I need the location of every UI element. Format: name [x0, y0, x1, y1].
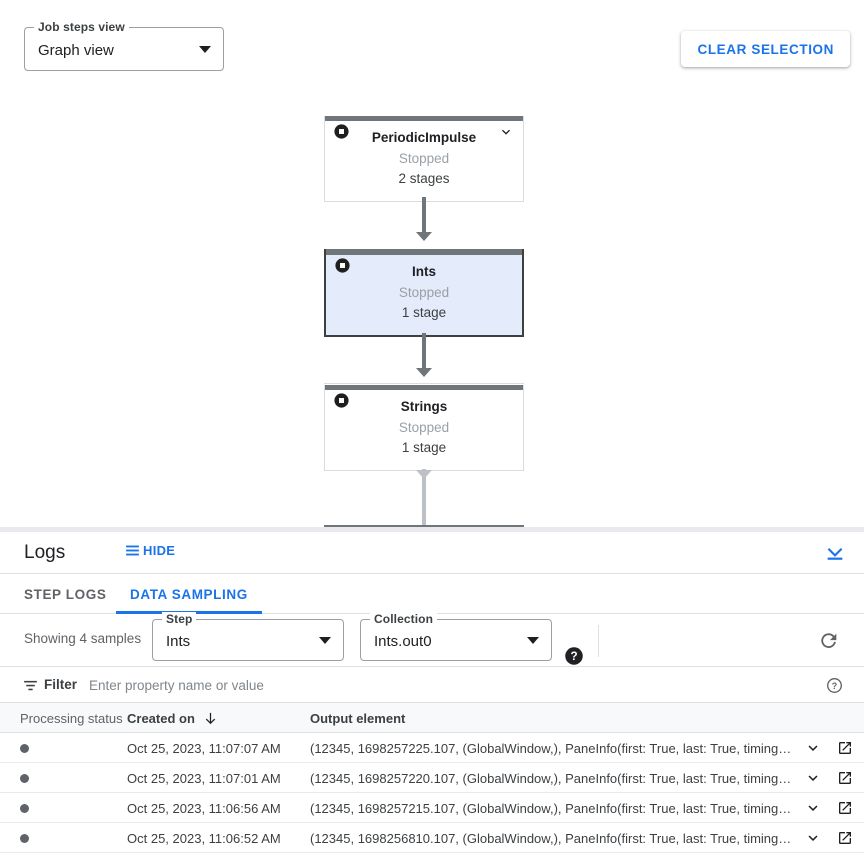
node-top-bar	[325, 385, 523, 390]
step-select-label: Step	[162, 612, 197, 626]
chevron-down-icon[interactable]	[804, 799, 822, 817]
job-steps-view-select[interactable]: Job steps view Graph view	[24, 20, 224, 71]
filter-help-icon[interactable]: ?	[826, 677, 843, 694]
status-dot-icon	[20, 803, 29, 813]
step-select[interactable]: Step Ints	[152, 612, 344, 661]
node-title: Strings	[400, 399, 448, 414]
node-status: Stopped	[398, 420, 450, 435]
filter-icon	[22, 677, 39, 694]
chevron-down-icon[interactable]	[804, 769, 822, 787]
tab-step-logs[interactable]: STEP LOGS	[24, 586, 107, 602]
cell-processing-status	[20, 763, 29, 793]
job-steps-view-label: Job steps view	[34, 20, 129, 34]
chevron-down-icon	[527, 637, 539, 644]
collapse-panel-button[interactable]	[822, 540, 848, 566]
showing-samples-label: Showing 4 samples	[24, 631, 142, 646]
filter-label: Filter	[44, 677, 78, 692]
graph-edge	[422, 197, 426, 235]
table-header-row: Processing status Created on Output elem…	[0, 703, 864, 733]
status-dot-icon	[20, 743, 29, 753]
cell-processing-status	[20, 793, 29, 823]
logs-tabs: STEP LOGS DATA SAMPLING	[0, 574, 864, 614]
stop-icon	[333, 123, 350, 140]
table-row[interactable]: Oct 25, 2023, 11:06:52 AM (12345, 169825…	[0, 823, 864, 853]
graph-canvas[interactable]: PeriodicImpulse Stopped 2 stages	[0, 96, 864, 531]
chevron-down-icon[interactable]	[804, 829, 822, 847]
logs-title: Logs	[24, 542, 66, 563]
cell-created-on: Oct 25, 2023, 11:06:56 AM	[127, 800, 281, 816]
collection-select-value: Ints.out0	[374, 632, 432, 650]
node-status: Stopped	[398, 285, 450, 300]
clear-selection-button[interactable]: CLEAR SELECTION	[681, 31, 850, 67]
job-graph-pane: Job steps view Graph view CLEAR SELECTIO…	[0, 0, 864, 531]
node-title: Ints	[411, 264, 436, 279]
logs-panel: Logs HIDE STEP LOGS DATA SAMPLING	[0, 532, 864, 856]
cell-created-on: Oct 25, 2023, 11:07:01 AM	[127, 770, 281, 786]
filter-bar: Filter ?	[0, 667, 864, 703]
step-select-value: Ints	[166, 632, 191, 650]
node-top-bar	[326, 249, 522, 255]
samples-table: Processing status Created on Output elem…	[0, 703, 864, 853]
cell-processing-status	[20, 733, 29, 763]
cell-output-element: (12345, 1698257215.107, (GlobalWindow,),…	[310, 800, 790, 816]
job-steps-view-value: Graph view	[38, 41, 114, 59]
node-stages: 1 stage	[401, 305, 447, 320]
chevron-down-icon	[319, 637, 331, 644]
table-row[interactable]: Oct 25, 2023, 11:07:01 AM (12345, 169825…	[0, 763, 864, 793]
cell-processing-status	[20, 823, 29, 853]
graph-toolbar: Job steps view Graph view CLEAR SELECTIO…	[0, 0, 864, 96]
help-icon[interactable]: ?	[564, 646, 584, 666]
sampling-toolbar: Showing 4 samples Step Ints Collection I…	[0, 612, 864, 667]
graph-node-periodicimpulse[interactable]: PeriodicImpulse Stopped 2 stages	[324, 116, 524, 202]
graph-edge	[422, 469, 426, 526]
stop-icon	[334, 257, 351, 274]
column-header-output-element[interactable]: Output element	[310, 710, 406, 726]
chevron-down-icon[interactable]	[498, 124, 514, 140]
open-in-new-icon[interactable]	[837, 830, 853, 846]
cell-output-element: (12345, 1698256810.107, (GlobalWindow,),…	[310, 830, 790, 846]
graph-node-strings[interactable]: Strings Stopped 1 stage	[324, 385, 524, 471]
toolbar-divider	[598, 625, 599, 657]
hide-logs-label: HIDE	[143, 543, 176, 558]
graph-edge-arrow	[416, 368, 432, 377]
refresh-icon[interactable]	[818, 630, 840, 652]
stop-icon	[333, 392, 350, 409]
collection-select-label: Collection	[370, 612, 438, 626]
column-header-processing-status[interactable]: Processing status	[20, 710, 123, 726]
table-row[interactable]: Oct 25, 2023, 11:06:56 AM (12345, 169825…	[0, 793, 864, 823]
open-in-new-icon[interactable]	[837, 770, 853, 786]
graph-edge	[422, 333, 426, 371]
menu-lines-icon	[124, 542, 141, 559]
graph-edge-arrow	[416, 232, 432, 241]
graph-edge-arrow	[416, 470, 432, 479]
node-top-bar	[325, 116, 523, 121]
cell-output-element: (12345, 1698257225.107, (GlobalWindow,),…	[310, 740, 790, 756]
collection-select[interactable]: Collection Ints.out0	[360, 612, 552, 661]
open-in-new-icon[interactable]	[837, 740, 853, 756]
node-stages: 1 stage	[401, 440, 447, 455]
status-dot-icon	[20, 773, 29, 783]
status-dot-icon	[20, 833, 29, 843]
node-status: Stopped	[398, 151, 450, 166]
chevron-down-icon[interactable]	[804, 739, 822, 757]
tab-data-sampling[interactable]: DATA SAMPLING	[116, 574, 262, 614]
collapse-down-icon	[824, 542, 846, 564]
node-title: PeriodicImpulse	[371, 130, 477, 145]
chevron-down-icon	[199, 46, 211, 53]
cell-created-on: Oct 25, 2023, 11:06:52 AM	[127, 830, 281, 846]
logs-header: Logs HIDE	[0, 532, 864, 574]
hide-logs-button[interactable]: HIDE	[124, 542, 175, 559]
cell-output-element: (12345, 1698257220.107, (GlobalWindow,),…	[310, 770, 790, 786]
table-row[interactable]: Oct 25, 2023, 11:07:07 AM (12345, 169825…	[0, 733, 864, 763]
svg-text:?: ?	[832, 681, 837, 691]
sort-arrow-down-icon	[203, 711, 218, 726]
graph-node-ints[interactable]: Ints Stopped 1 stage	[324, 249, 524, 337]
column-header-created-on[interactable]: Created on	[127, 703, 218, 733]
filter-input[interactable]	[87, 675, 787, 695]
cell-created-on: Oct 25, 2023, 11:07:07 AM	[127, 740, 281, 756]
node-stages: 2 stages	[398, 171, 450, 186]
open-in-new-icon[interactable]	[837, 800, 853, 816]
svg-text:?: ?	[570, 650, 577, 663]
column-header-created-on-label: Created on	[127, 710, 195, 726]
